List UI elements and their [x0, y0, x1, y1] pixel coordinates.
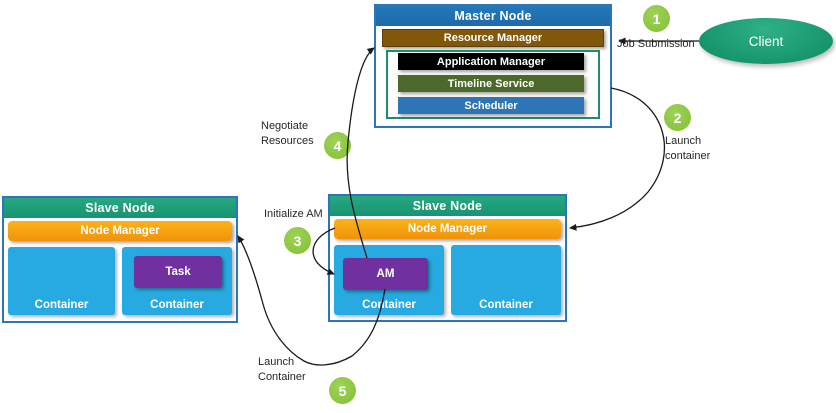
application-manager-bar: Application Manager — [398, 53, 584, 70]
resource-manager-bar: Resource Manager — [382, 29, 604, 47]
slave-node-right-title: Slave Node — [412, 199, 483, 213]
slave-node-left-header: Slave Node — [4, 198, 236, 218]
step-5-number: 5 — [338, 382, 347, 399]
launch-container-2-label: Launch container — [665, 135, 711, 162]
client-label: Client — [748, 33, 784, 49]
task-label: Task — [165, 266, 191, 278]
slave-left-container-1-label: Container — [34, 299, 89, 311]
am-label: AM — [376, 268, 395, 280]
initialize-am-label: Initialize AM — [264, 208, 323, 220]
step-2-number: 2 — [673, 109, 682, 126]
slave-right-node-manager-label: Node Manager — [407, 223, 488, 235]
client-ellipse: Client — [699, 18, 833, 64]
task-box: Task — [134, 256, 222, 288]
scheduler-label: Scheduler — [464, 99, 518, 112]
slave-right-node-manager-bar: Node Manager — [334, 219, 561, 239]
timeline-service-bar: Timeline Service — [398, 75, 584, 92]
slave-right-container-1-label: Container — [362, 299, 416, 311]
am-box: AM — [343, 258, 428, 290]
scheduler-bar: Scheduler — [398, 97, 584, 114]
step-circle-4: 4 — [324, 132, 351, 159]
step-circle-1: 1 — [643, 5, 670, 32]
slave-left-node-manager-bar: Node Manager — [8, 221, 232, 241]
negotiate-resources-label: Negotiate Resources — [261, 120, 314, 147]
slave-left-container-2-label: Container — [150, 299, 204, 311]
step-circle-5: 5 — [329, 377, 356, 404]
slave-node-right-header: Slave Node — [330, 196, 565, 216]
master-node-header: Master Node — [376, 6, 610, 26]
slave-left-container-1: Container — [8, 247, 115, 315]
step-3-number: 3 — [293, 232, 302, 249]
application-manager-label: Application Manager — [436, 55, 546, 68]
launch-container-5-label: Launch Container — [258, 356, 306, 383]
step-4-number: 4 — [333, 137, 342, 154]
resource-manager-label: Resource Manager — [443, 32, 543, 44]
slave-right-container-2: Container — [451, 245, 561, 315]
step-circle-2: 2 — [664, 104, 691, 131]
job-submission-label: Job Submission — [617, 38, 695, 50]
step-1-number: 1 — [652, 10, 661, 27]
slave-right-container-2-label: Container — [479, 299, 533, 311]
timeline-service-label: Timeline Service — [447, 77, 535, 90]
master-node-title: Master Node — [454, 9, 532, 23]
step-circle-3: 3 — [284, 227, 311, 254]
slave-left-node-manager-label: Node Manager — [80, 225, 160, 237]
slave-node-left-title: Slave Node — [85, 201, 155, 215]
